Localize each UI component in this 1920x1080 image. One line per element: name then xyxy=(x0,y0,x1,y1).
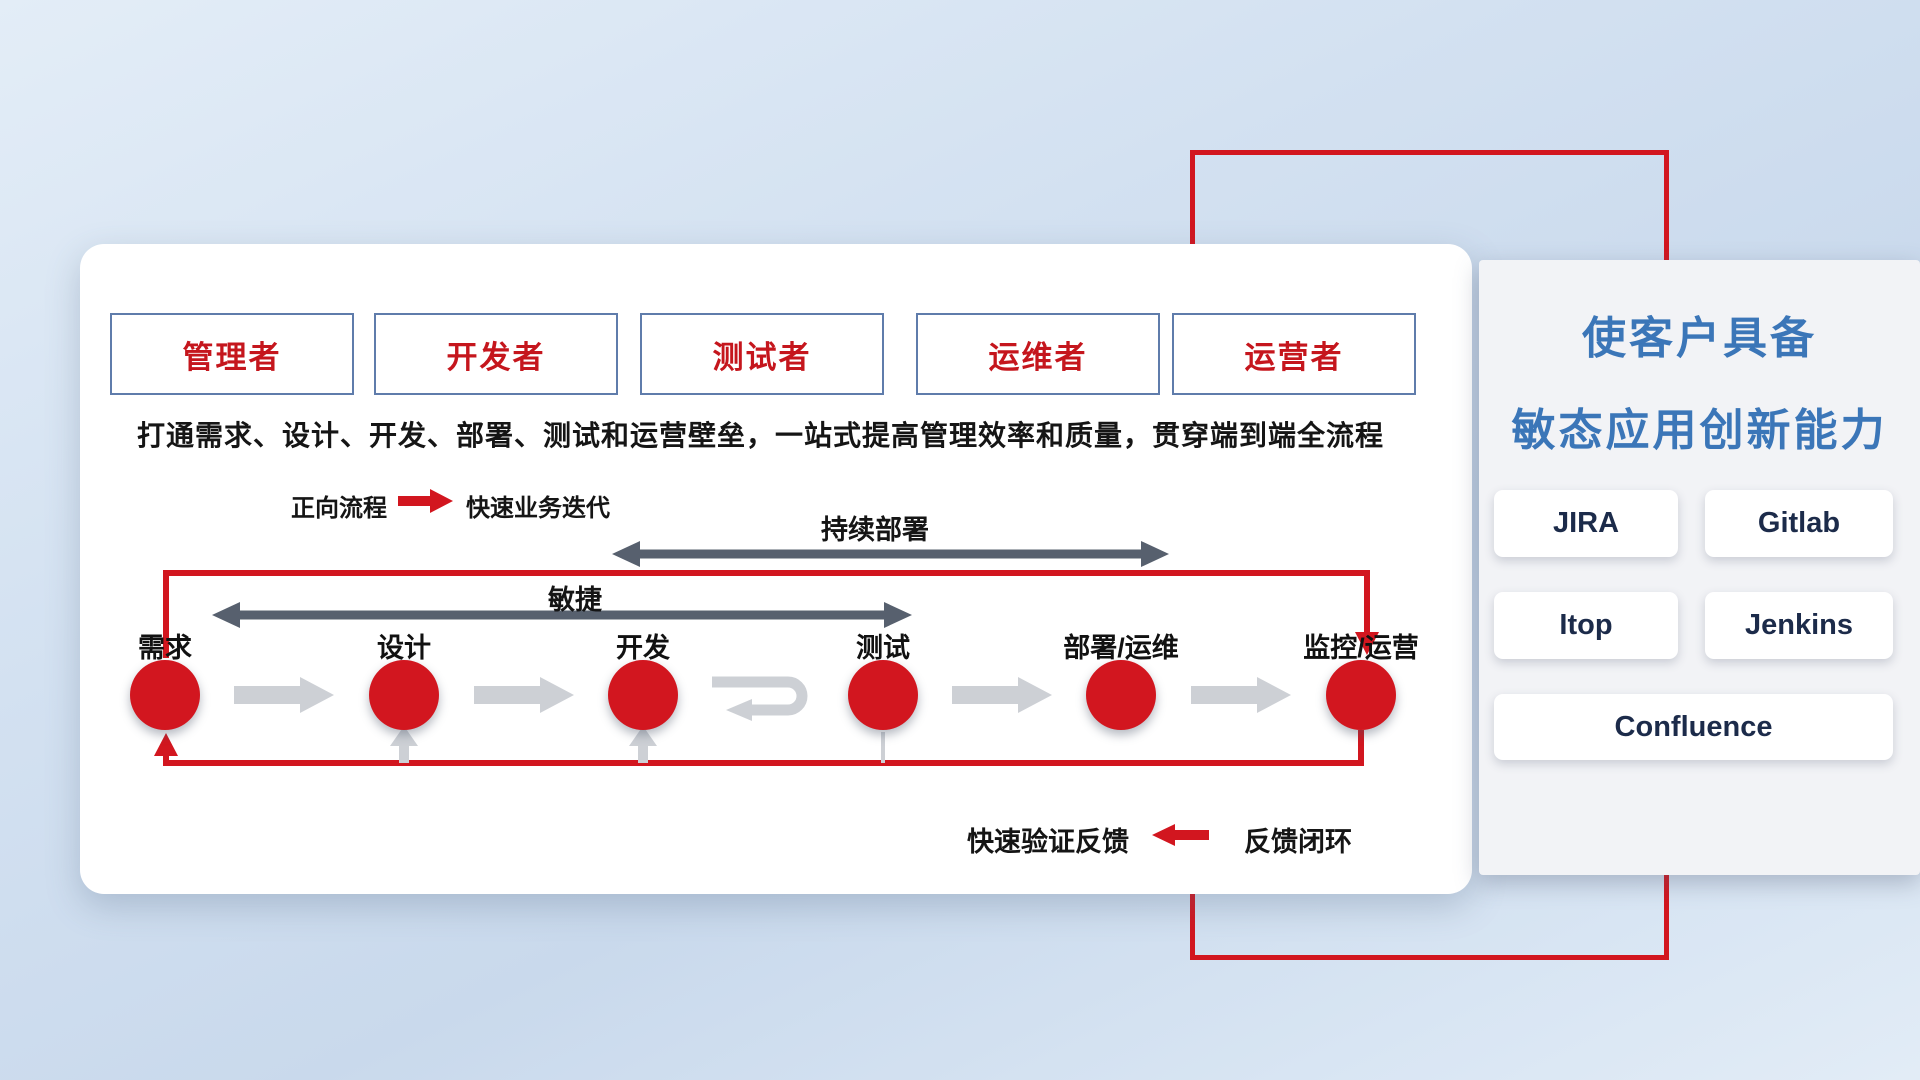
role-box-tester: 测试者 xyxy=(640,313,884,395)
stage-node-deploy-ops xyxy=(1086,660,1156,730)
continuous-deploy-label: 持续部署 xyxy=(821,515,929,545)
tool-button-confluence[interactable]: Confluence xyxy=(1494,694,1893,760)
headline-text: 打通需求、设计、开发、部署、测试和运营壁垒，一站式提高管理效率和质量，贯穿端到端… xyxy=(137,420,1385,451)
role-label: 管理者 xyxy=(182,339,282,375)
role-label: 测试者 xyxy=(712,339,812,375)
capability-panel: 使客户具备 敏态应用创新能力 JIRA Gitlab Itop Jenkins … xyxy=(1479,260,1920,875)
role-box-operator: 运营者 xyxy=(1172,313,1416,395)
feedback-legend-label: 快速验证反馈 xyxy=(967,827,1129,857)
role-box-manager: 管理者 xyxy=(110,313,354,395)
role-label: 运维者 xyxy=(988,339,1088,375)
tool-button-jira[interactable]: JIRA xyxy=(1494,490,1678,557)
stage-node-development xyxy=(608,660,678,730)
stage-node-design xyxy=(369,660,439,730)
tool-button-gitlab[interactable]: Gitlab xyxy=(1705,490,1893,557)
forward-legend-desc: 快速业务迭代 xyxy=(466,495,610,522)
role-box-developer: 开发者 xyxy=(374,313,618,395)
tool-label: Itop xyxy=(1559,609,1613,641)
stage-node-monitor-operate xyxy=(1326,660,1396,730)
tool-label: JIRA xyxy=(1552,507,1620,539)
tool-label: Jenkins xyxy=(1745,609,1853,641)
role-label: 运营者 xyxy=(1244,339,1344,375)
agile-label: 敏捷 xyxy=(548,585,602,615)
tool-label: Confluence xyxy=(1614,710,1773,743)
role-box-ops: 运维者 xyxy=(916,313,1160,395)
stage-node-requirements xyxy=(130,660,200,730)
feedback-legend-desc: 反馈闭环 xyxy=(1244,827,1352,857)
tool-button-itop[interactable]: Itop xyxy=(1494,592,1678,659)
stage-node-testing xyxy=(848,660,918,730)
role-label: 开发者 xyxy=(446,339,546,375)
capability-title-line2: 敏态应用创新能力 xyxy=(1511,406,1888,455)
tool-button-jenkins[interactable]: Jenkins xyxy=(1705,592,1893,659)
tool-label: Gitlab xyxy=(1757,507,1841,539)
capability-title-line1: 使客户具备 xyxy=(1582,314,1817,363)
forward-legend-label: 正向流程 xyxy=(291,495,387,522)
